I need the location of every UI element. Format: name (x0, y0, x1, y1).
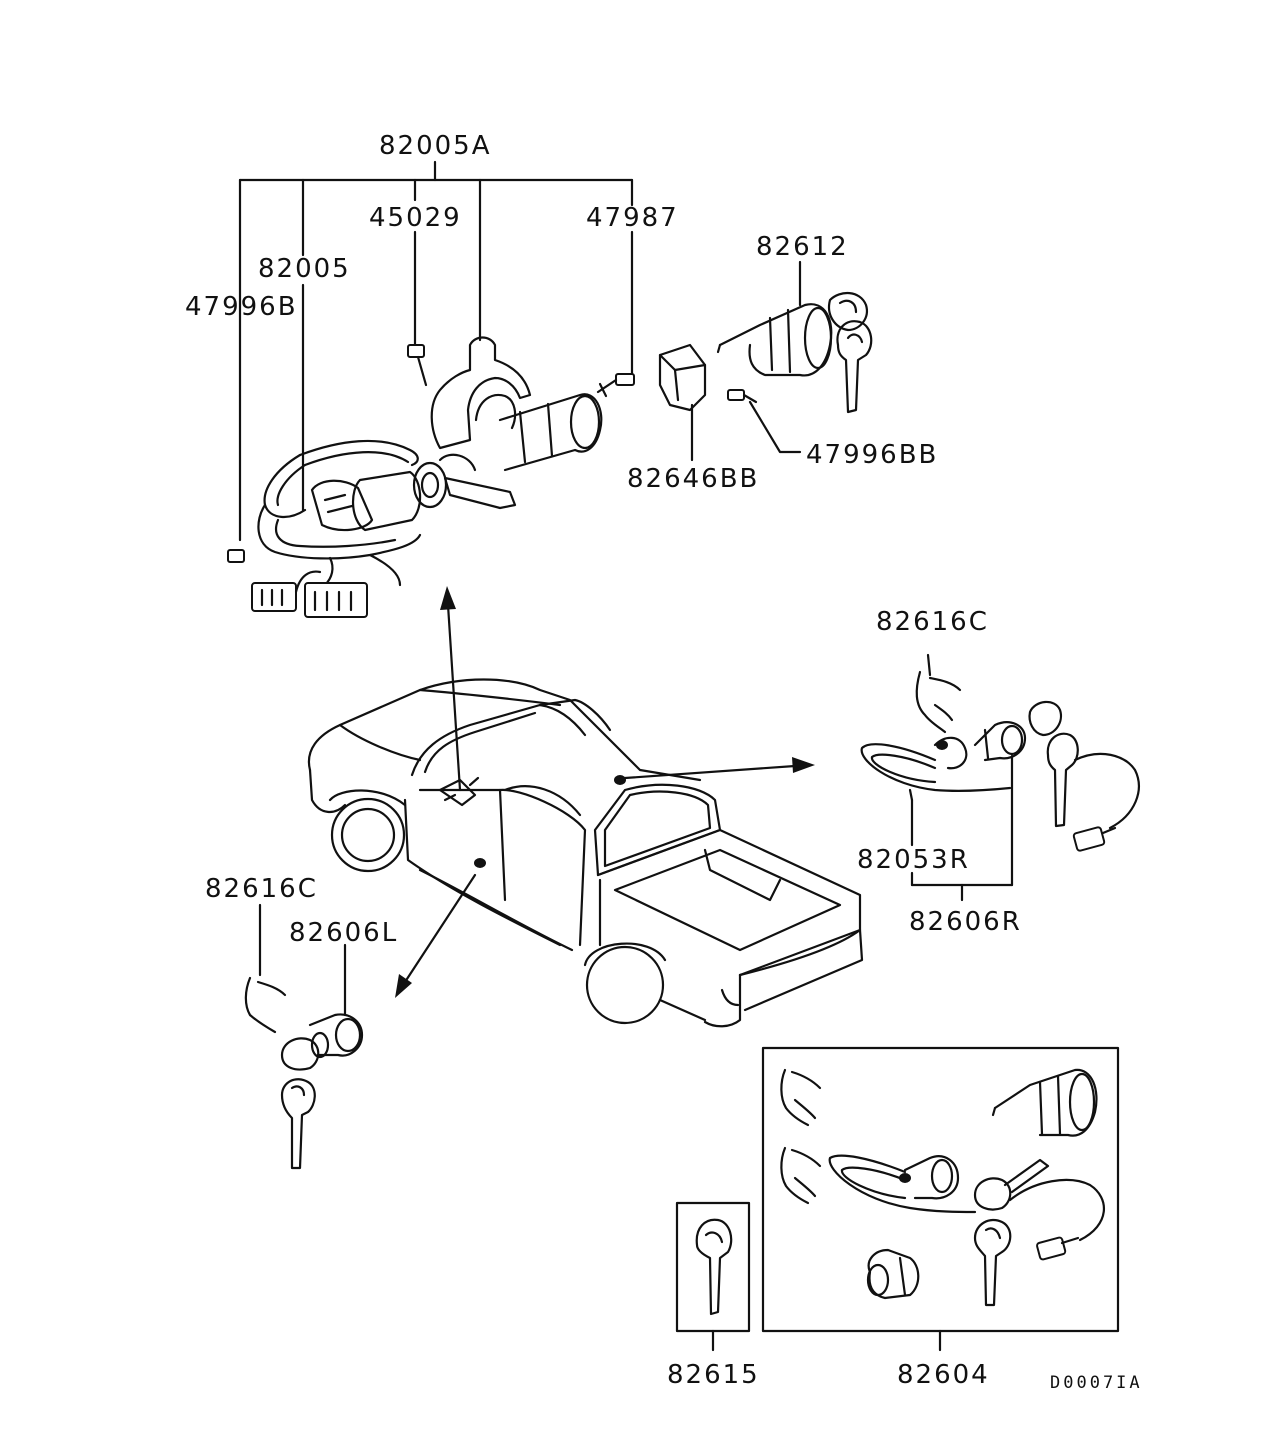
right-door-lock (860, 653, 1140, 902)
part-label-82606L[interactable]: 82606L (289, 918, 399, 948)
part-label-82615[interactable]: 82615 (667, 1360, 760, 1390)
callout-arrows (395, 586, 815, 998)
part-label-82005[interactable]: 82005 (258, 254, 351, 284)
ignition-cylinder-82612 (716, 292, 873, 414)
pickup-truck (307, 678, 864, 1028)
steering-lock-assembly (227, 336, 635, 618)
lock-set-box-82604 (761, 1046, 1120, 1352)
part-label-47996B[interactable]: 47996B (185, 292, 298, 322)
part-label-82053R[interactable]: 82053R (857, 845, 970, 875)
key-box-82615 (675, 1201, 751, 1352)
immobilizer-bracket (658, 343, 758, 412)
part-label-82005A[interactable]: 82005A (379, 131, 492, 161)
part-label-82606R[interactable]: 82606R (909, 907, 1022, 937)
part-label-82646BB[interactable]: 82646BB (627, 464, 760, 494)
leader-lines-top (238, 160, 802, 542)
drawing-code: D0007IA (1050, 1373, 1143, 1393)
part-label-82612[interactable]: 82612 (756, 232, 849, 262)
part-label-47996BB[interactable]: 47996BB (806, 440, 939, 470)
part-label-82604[interactable]: 82604 (897, 1360, 990, 1390)
part-label-45029[interactable]: 45029 (369, 203, 462, 233)
part-label-82616C-left[interactable]: 82616C (205, 874, 318, 904)
left-door-lock (244, 903, 364, 1170)
part-label-47987[interactable]: 47987 (586, 203, 679, 233)
part-label-82616C-right[interactable]: 82616C (876, 607, 989, 637)
